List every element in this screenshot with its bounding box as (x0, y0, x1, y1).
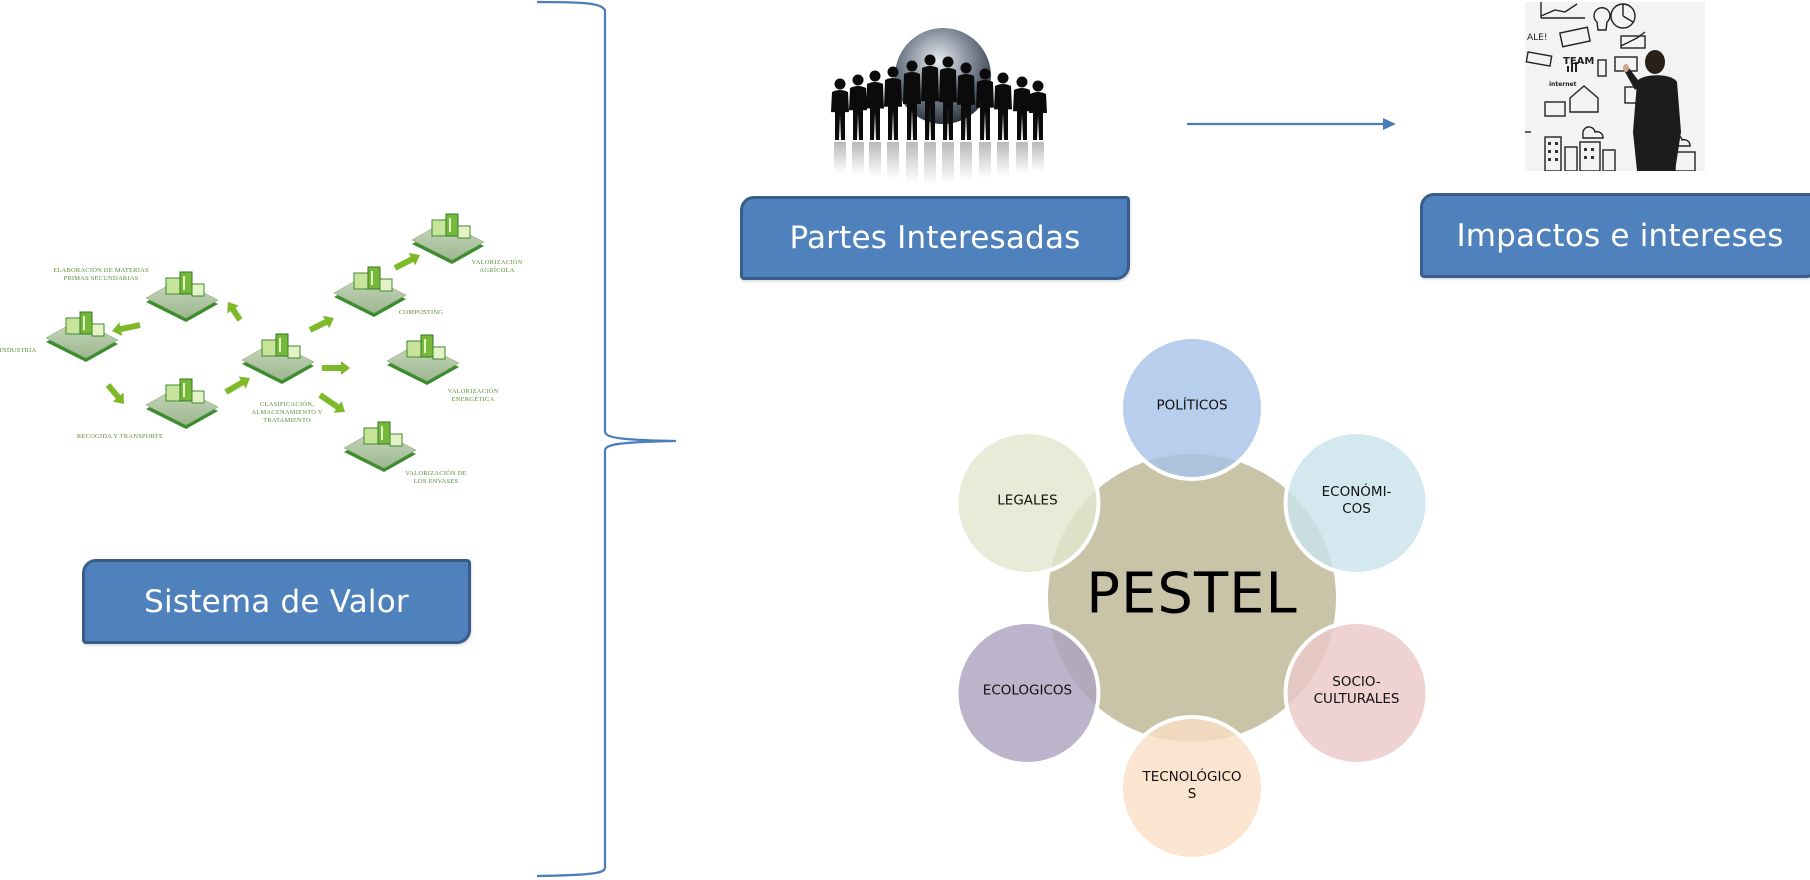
people-globe-image (800, 10, 1075, 195)
warehouse-icon (145, 271, 219, 322)
pestel-label-politicos: POLÍTICOS (1156, 397, 1228, 414)
person-silhouette-icon (921, 54, 939, 140)
label-recogida: RECOGIDA Y TRANSPORTE (76, 433, 164, 440)
pestel-factor-economicos[interactable] (1283, 430, 1430, 576)
value-system-diagram: ELABORACIÓN DE MATERIAS PRIMAS SECUNDARI… (0, 0, 523, 500)
bottles-icon (343, 421, 417, 472)
person-silhouette-icon (994, 72, 1012, 140)
sorting-plant-icon (241, 333, 315, 384)
truck-plant-icon (145, 378, 219, 429)
people-globe-illustration (800, 10, 1075, 195)
flow-arrow-icon (318, 392, 345, 413)
value-system-label: Sistema de Valor (144, 583, 409, 620)
person-silhouette-icon (957, 62, 975, 140)
person-silhouette-icon (1013, 76, 1031, 140)
pestel-factor-tecnologicos[interactable] (1119, 715, 1265, 861)
person-silhouette-icon (866, 70, 884, 140)
curly-brace-connector (536, 0, 677, 878)
pestel-factor-politicos[interactable] (1119, 335, 1265, 481)
flow-arrow-icon (227, 302, 243, 322)
factory-icon (45, 311, 119, 362)
flow-arrow-icon (112, 322, 141, 336)
person-silhouette-icon (849, 74, 867, 140)
label-envases: VALORIZACIÓN DE LOS ENVASES (405, 470, 467, 485)
crops-icon (411, 213, 485, 264)
businessman-whiteboard-image: TEAM internet ALE! (1525, 2, 1705, 171)
pestel-factor-socioculturales[interactable] (1283, 620, 1430, 766)
arrow-head-icon (1383, 118, 1396, 130)
whiteboard-sketch-illustration: TEAM internet ALE! (1525, 2, 1705, 171)
person-silhouette-icon (903, 60, 921, 140)
flow-arrow-icon (105, 383, 124, 404)
pestel-factor-legales[interactable] (954, 430, 1101, 576)
pestel-label-legales: LEGALES (997, 492, 1058, 509)
svg-text:TEAM: TEAM (1563, 56, 1594, 67)
impacts-label: Impactos e intereses (1456, 217, 1784, 254)
person-silhouette-icon (884, 66, 902, 140)
pestel-center-label: PESTEL (1086, 561, 1298, 627)
value-system-box[interactable]: Sistema de Valor (82, 559, 471, 644)
flow-arrow-icon (224, 376, 250, 395)
label-agricola: VALORIZACIÓN AGRÍCOLA (471, 259, 523, 274)
flow-arrow-icon (322, 361, 350, 375)
pestel-factor-ecologicos[interactable] (954, 620, 1101, 766)
person-silhouette-icon (976, 68, 994, 140)
compost-icon (333, 266, 407, 317)
pestel-label-economicos: ECONÓMI- COS (1321, 484, 1392, 517)
label-elaboracion: ELABORACIÓN DE MATERIAS PRIMAS SECUNDARI… (53, 267, 149, 282)
stakeholders-label: Partes Interesadas (789, 220, 1081, 256)
pestel-label-ecologicos: ECOLOGICOS (982, 682, 1073, 699)
svg-text:ALE!: ALE! (1527, 33, 1547, 43)
label-industria: INDUSTRIA (0, 347, 37, 354)
flow-arrow-icon (393, 252, 420, 271)
label-clasificacion: CLASIFICACIÓN, ALMACENAMIENTO Y TRATAMIE… (251, 401, 323, 424)
pestel-label-socioculturales: SOCIO- CULTURALES (1313, 674, 1400, 707)
svg-text:internet: internet (1549, 81, 1577, 88)
person-silhouette-icon (831, 78, 849, 140)
recycling-flow-illustration (45, 213, 485, 472)
pestel-label-tecnologicos: TECNOLÓGICO S (1142, 769, 1242, 802)
flow-arrow-icon (308, 315, 334, 333)
stakeholders-box[interactable]: Partes Interesadas (740, 196, 1130, 280)
impacts-box[interactable]: Impactos e intereses (1420, 193, 1810, 278)
businessman-figure (1623, 50, 1681, 171)
label-composting: COMPOSTING (398, 309, 444, 316)
person-silhouette-icon (1029, 80, 1047, 140)
power-plant-icon (386, 334, 460, 385)
person-silhouette-icon (939, 56, 957, 140)
label-energetica: VALORIZACIÓN ENERGÉTICA (447, 388, 499, 403)
